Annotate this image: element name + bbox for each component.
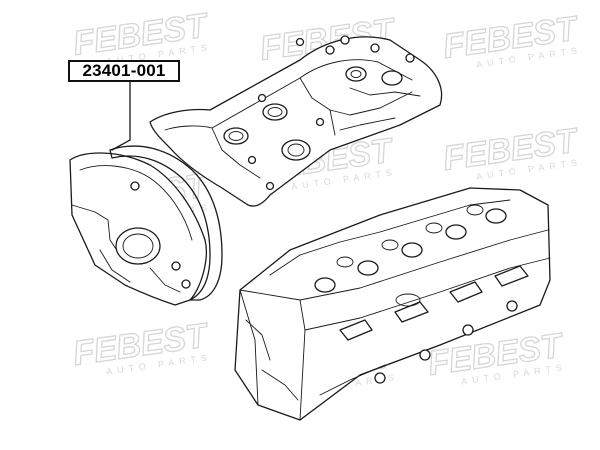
leader-line bbox=[111, 81, 131, 151]
valve-cover bbox=[149, 35, 443, 207]
cylinder-head bbox=[234, 187, 551, 421]
gasket bbox=[109, 145, 223, 301]
timing-cover bbox=[69, 152, 207, 306]
part-number-label: 23401-001 bbox=[68, 60, 180, 82]
